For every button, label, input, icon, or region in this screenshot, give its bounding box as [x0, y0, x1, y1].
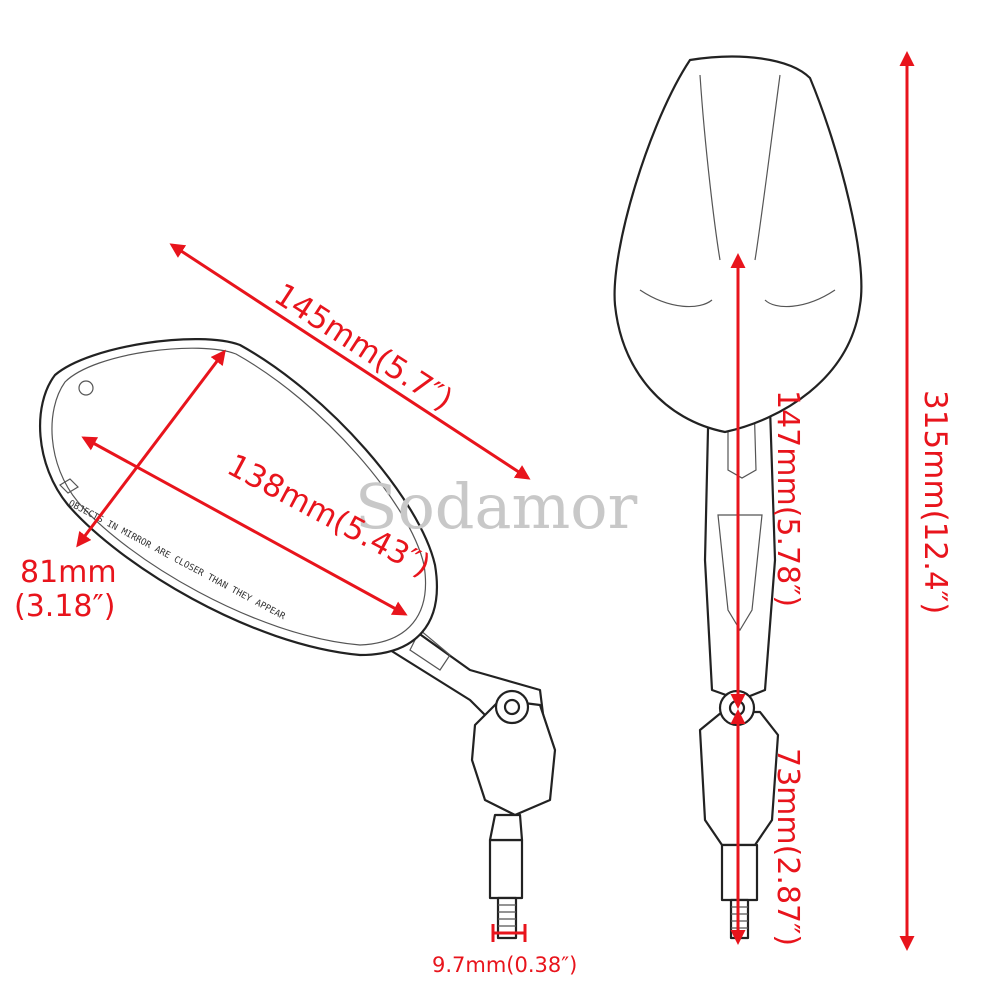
mirror-width-in-label: (3.18″)	[14, 589, 115, 624]
thread-diameter-label: 9.7mm(0.38″)	[432, 953, 577, 977]
stem-length-label: 73mm(2.87″)	[770, 748, 805, 946]
right-mirror-sketch	[613, 55, 863, 940]
mirror-width-mm-label: 81mm	[20, 555, 117, 590]
arm-length-label: 147mm(5.78″)	[770, 390, 805, 607]
left-mirror-sketch: OBJECTS IN MIRROR ARE CLOSER THAN THEY A…	[39, 338, 557, 940]
mirror-width-dimension-line	[76, 349, 226, 548]
total-height-label: 315mm(12.4″)	[917, 390, 953, 614]
mirror-length-dimension-line	[169, 243, 531, 480]
